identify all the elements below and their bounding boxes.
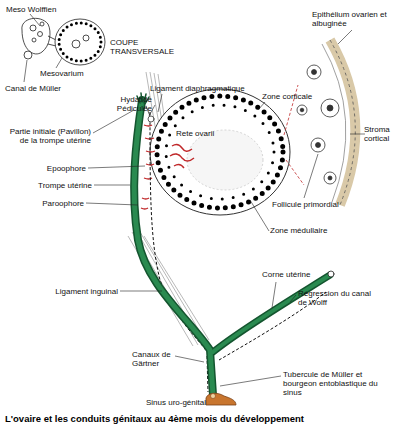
part-label: Partie initiale (Pavillon) de la trompe … bbox=[5, 127, 91, 145]
part-label: Meso Wolffien bbox=[6, 5, 76, 14]
part-label: Paroophore bbox=[30, 199, 84, 208]
part-label: Follicule primordial bbox=[272, 200, 362, 209]
part-label: Zone corticale bbox=[262, 92, 322, 101]
part-label: Canal de Müller bbox=[5, 84, 75, 93]
part-label: Ligament inguinal bbox=[40, 287, 118, 296]
figure-caption: L'ovaire et les conduits génitaux au 4èm… bbox=[5, 413, 304, 424]
ovary bbox=[150, 89, 290, 215]
urogenital-sinus bbox=[206, 393, 236, 405]
part-label: Mesovarium bbox=[40, 69, 100, 78]
wolff-duct bbox=[150, 112, 326, 392]
part-label: Canaux de Gärtner bbox=[132, 350, 182, 368]
leader-lines bbox=[86, 30, 365, 386]
part-label: Ligament diaphragmatique bbox=[150, 84, 260, 93]
part-label: COUPE TRANSVERSALE bbox=[110, 38, 180, 56]
rete-ovarii bbox=[170, 144, 194, 168]
part-label: Zone médullaire bbox=[270, 226, 350, 235]
part-label: Hydatide Pédiculée bbox=[106, 95, 152, 113]
part-label: Régression du canal de Wolff bbox=[298, 289, 380, 307]
cortex-detail bbox=[284, 40, 355, 205]
part-label: Corne utérine bbox=[262, 270, 332, 279]
mullerian-duct bbox=[134, 93, 334, 395]
part-label: Sinus uro-génital bbox=[130, 398, 206, 407]
part-label: Rete ovarii bbox=[176, 129, 226, 138]
part-label: Tubercule de Müller et bourgeon entoblas… bbox=[283, 370, 387, 398]
part-label: Epoophore bbox=[40, 164, 86, 173]
wolffian-tubules bbox=[141, 125, 155, 209]
part-label: Epithélium ovarien et albuginée bbox=[312, 10, 404, 28]
part-label: Trompe utérine bbox=[22, 181, 92, 190]
cross-section bbox=[22, 14, 105, 82]
part-label: Stroma cortical bbox=[364, 125, 404, 143]
